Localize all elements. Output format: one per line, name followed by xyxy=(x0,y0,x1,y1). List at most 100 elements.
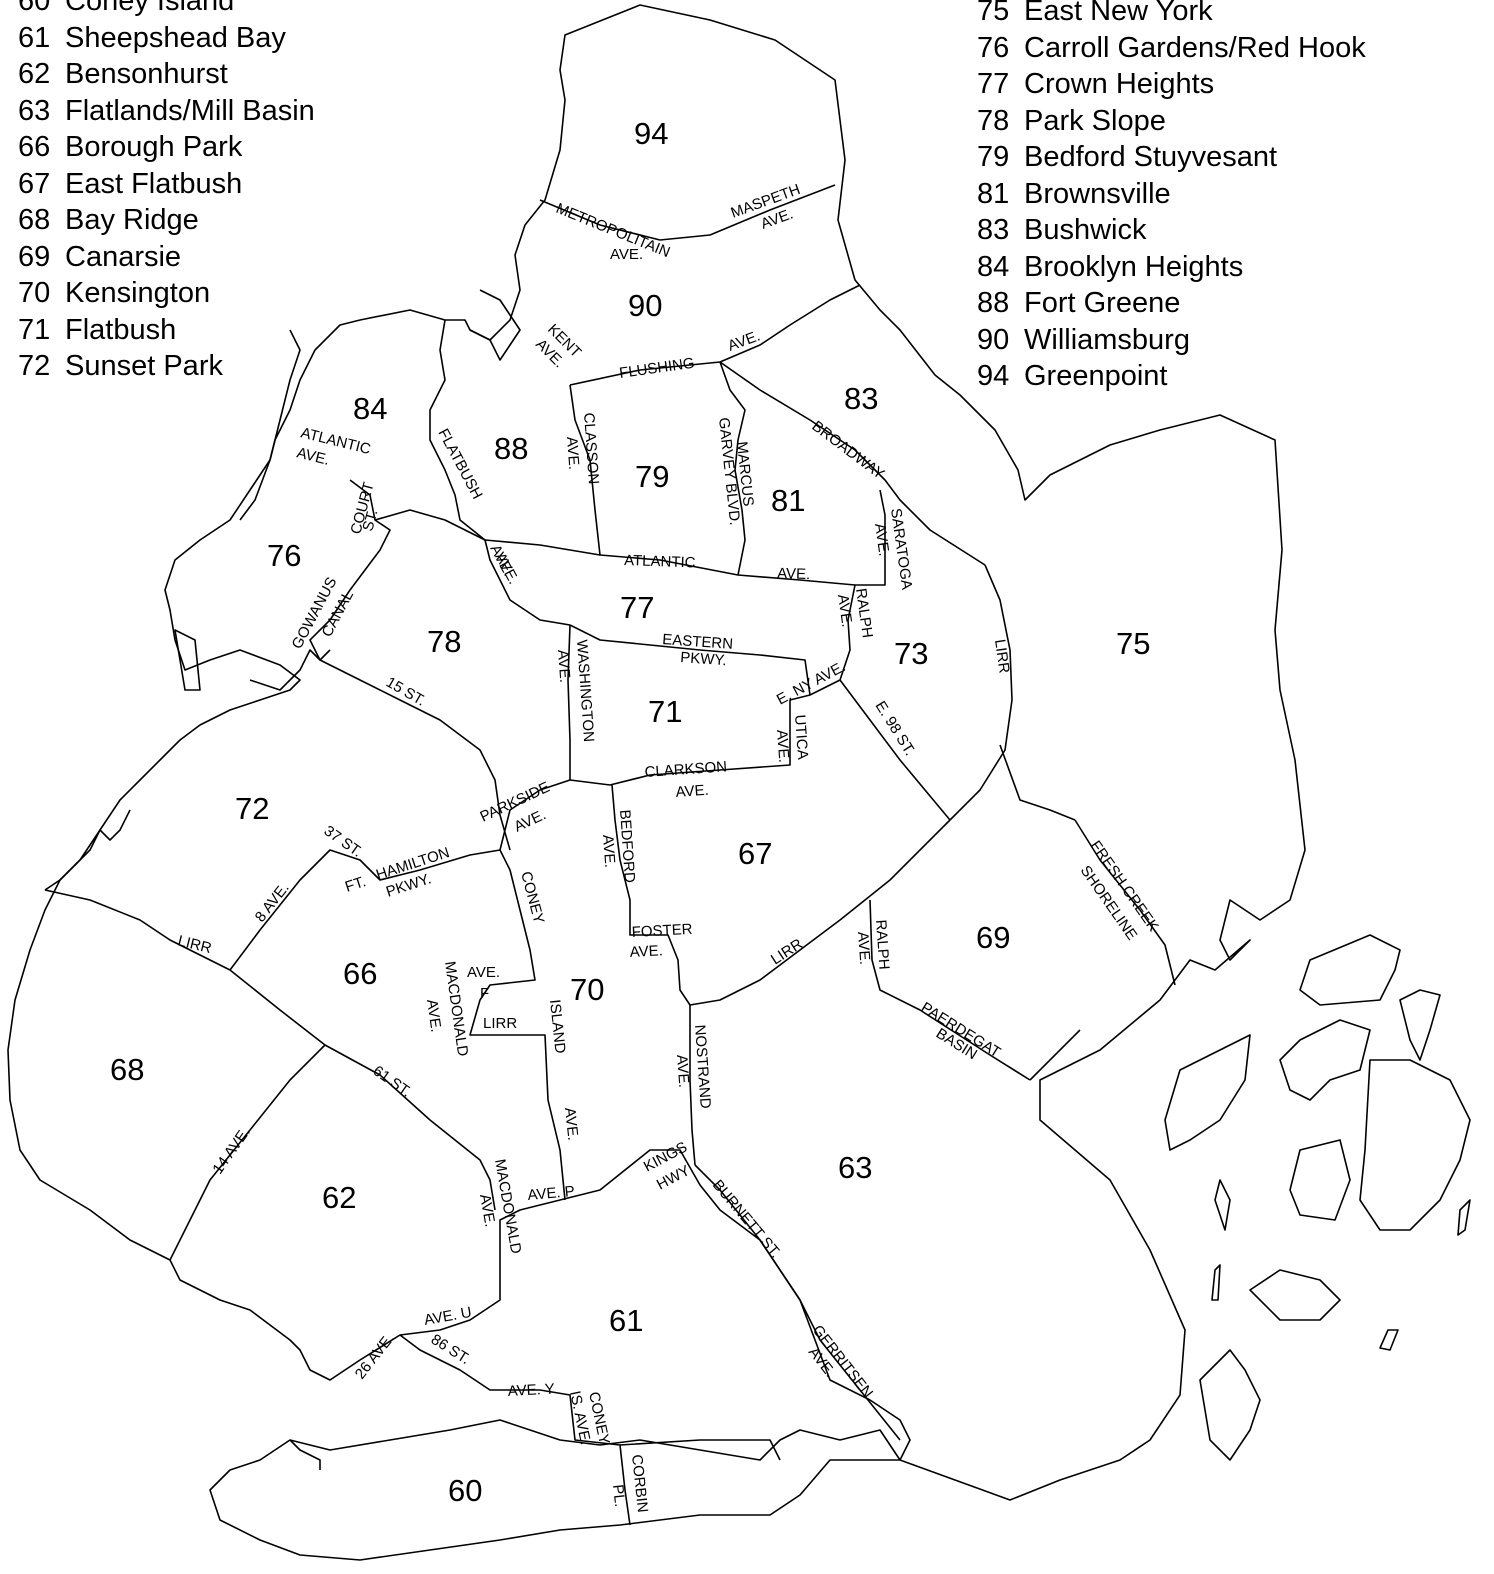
street-label-bedford: BEDFORD xyxy=(616,809,638,884)
legend-precinct-number: 76 xyxy=(977,31,1010,64)
legend-precinct-name: Flatlands/Mill Basin xyxy=(65,94,315,127)
legend-precinct-name: Carroll Gardens/Red Hook xyxy=(1024,31,1366,64)
street-label-ralph-69-ave: AVE. xyxy=(854,931,873,965)
street-label-flushing: FLUSHING xyxy=(618,355,695,382)
legend-entry: 66 Borough Park xyxy=(18,129,315,166)
borough-outline xyxy=(7,4,1306,1561)
legend-entry: 63 Flatlands/Mill Basin xyxy=(18,93,315,130)
legend-entry: 76 Carroll Gardens/Red Hook xyxy=(977,30,1366,67)
street-label-ralph-69: RALPH xyxy=(872,919,892,970)
street-label-ave-p: AVE. P xyxy=(527,1183,576,1204)
street-label-clarkson: CLARKSON xyxy=(644,758,728,781)
legend-precinct-name: Park Slope xyxy=(1024,104,1166,137)
street-label-ralph-ave: AVE. xyxy=(834,593,855,628)
precinct-label-66: 66 xyxy=(343,956,377,991)
street-label-61-st: 61 ST. xyxy=(370,1062,415,1100)
street-label-f: F xyxy=(480,985,489,1002)
street-label-15-st: 15 ST. xyxy=(383,674,428,710)
precinct-label-70: 70 xyxy=(570,972,604,1007)
street-label-macdonald-1-ave: AVE. xyxy=(423,998,444,1033)
street-label-ralph: RALPH xyxy=(852,587,876,639)
street-label-nostrand-ave: AVE. xyxy=(673,1054,692,1088)
legend-precinct-name: Brooklyn Heights xyxy=(1024,250,1244,283)
street-label-pl: PL. xyxy=(609,1484,628,1508)
legend-entry: 78 Park Slope xyxy=(977,103,1366,140)
precinct-labels: 94 90 84 88 79 81 83 76 77 78 73 75 71 7… xyxy=(110,116,1150,1508)
street-label-classon-ave: AVE. xyxy=(563,436,582,470)
legend-precinct-number: 78 xyxy=(977,104,1010,137)
legend-precinct-name: Kensington xyxy=(65,277,211,309)
legend-precinct-name: Bensonhurst xyxy=(65,58,228,90)
legend-entry: 81 Brownsville xyxy=(977,176,1366,213)
street-label-burnett-st: BURNETT ST. xyxy=(709,1177,784,1262)
street-label-lirr-67: LIRR xyxy=(768,935,806,968)
street-label-utica: UTICA xyxy=(791,714,811,760)
street-label-bedford-ave: AVE. xyxy=(599,834,618,868)
legend-precinct-name: Brownsville xyxy=(1024,177,1171,210)
legend-precinct-name: East Flatbush xyxy=(65,167,243,200)
legend-precinct-number: 60 xyxy=(18,0,51,17)
street-label-island: ISLAND xyxy=(546,999,569,1055)
street-label-lirr-68: LIRR xyxy=(176,932,213,957)
street-label-washington-ave: AVE. xyxy=(554,649,573,683)
legend-precinct-number: 71 xyxy=(18,313,51,346)
precinct-label-72: 72 xyxy=(235,791,269,826)
legend-precinct-number: 94 xyxy=(977,360,1010,392)
legend-precinct-number: 81 xyxy=(977,177,1010,210)
precinct-label-67: 67 xyxy=(738,836,772,871)
street-label-broadway: BROADWAY xyxy=(809,418,888,483)
precinct-label-71: 71 xyxy=(648,694,682,729)
street-label-metropolitain-ave: AVE. xyxy=(610,246,643,263)
street-label-macdonald-2-ave: AVE. xyxy=(476,1193,498,1229)
street-label-eastern: EASTERN xyxy=(662,631,734,653)
legend-precinct-name: Borough Park xyxy=(65,131,243,163)
street-label-washington: WASHINGTON xyxy=(573,639,597,742)
street-label-parkside-ave: AVE. xyxy=(512,806,549,835)
precinct-label-61: 61 xyxy=(609,1303,643,1338)
precinct-label-73: 73 xyxy=(894,636,928,671)
street-label-8-ave: 8 AVE. xyxy=(252,880,293,926)
jamaica-bay-islands xyxy=(1164,934,1471,1461)
street-label-marcus: MARCUS xyxy=(733,441,757,507)
legend-entry: 83 Bushwick xyxy=(977,212,1366,249)
legend-precinct-name: Bay Ridge xyxy=(65,204,199,236)
legend-precinct-number: 63 xyxy=(18,94,51,127)
street-label-ave-u: AVE. U xyxy=(423,1304,473,1329)
legend-precinct-number: 66 xyxy=(18,131,51,163)
legend-precinct-number: 72 xyxy=(18,350,51,382)
legend-precinct-name: East New York xyxy=(1024,0,1213,27)
legend-precinct-number: 79 xyxy=(977,141,1010,173)
legend-precinct-name: Sheepshead Bay xyxy=(65,21,286,54)
precinct-label-84: 84 xyxy=(353,391,387,426)
street-label-86-st: 86 ST. xyxy=(428,1331,473,1368)
precinct-label-60: 60 xyxy=(448,1473,482,1508)
street-labels: METROPOLITAIN MASPETH AVE. AVE. KENT AVE… xyxy=(176,181,1162,1513)
legend-entry: 72 Sunset Park xyxy=(18,348,315,385)
legend-precinct-number: 83 xyxy=(977,214,1010,246)
precinct-label-83: 83 xyxy=(844,381,878,416)
precinct-label-62: 62 xyxy=(322,1180,356,1215)
street-label-ft: FT. xyxy=(343,873,368,896)
precinct-label-81: 81 xyxy=(771,483,805,518)
street-label-ave-y: AVE. Y xyxy=(507,1381,555,1400)
legend-precinct-number: 69 xyxy=(18,240,51,273)
precinct-label-68: 68 xyxy=(110,1052,144,1087)
precinct-label-69: 69 xyxy=(976,920,1010,955)
precinct-label-79: 79 xyxy=(635,459,669,494)
legend-precinct-name: Sunset Park xyxy=(65,350,223,382)
street-label-flatbush-lower-ave: AVE. xyxy=(491,550,522,587)
legend-precinct-name: Bushwick xyxy=(1024,214,1147,246)
